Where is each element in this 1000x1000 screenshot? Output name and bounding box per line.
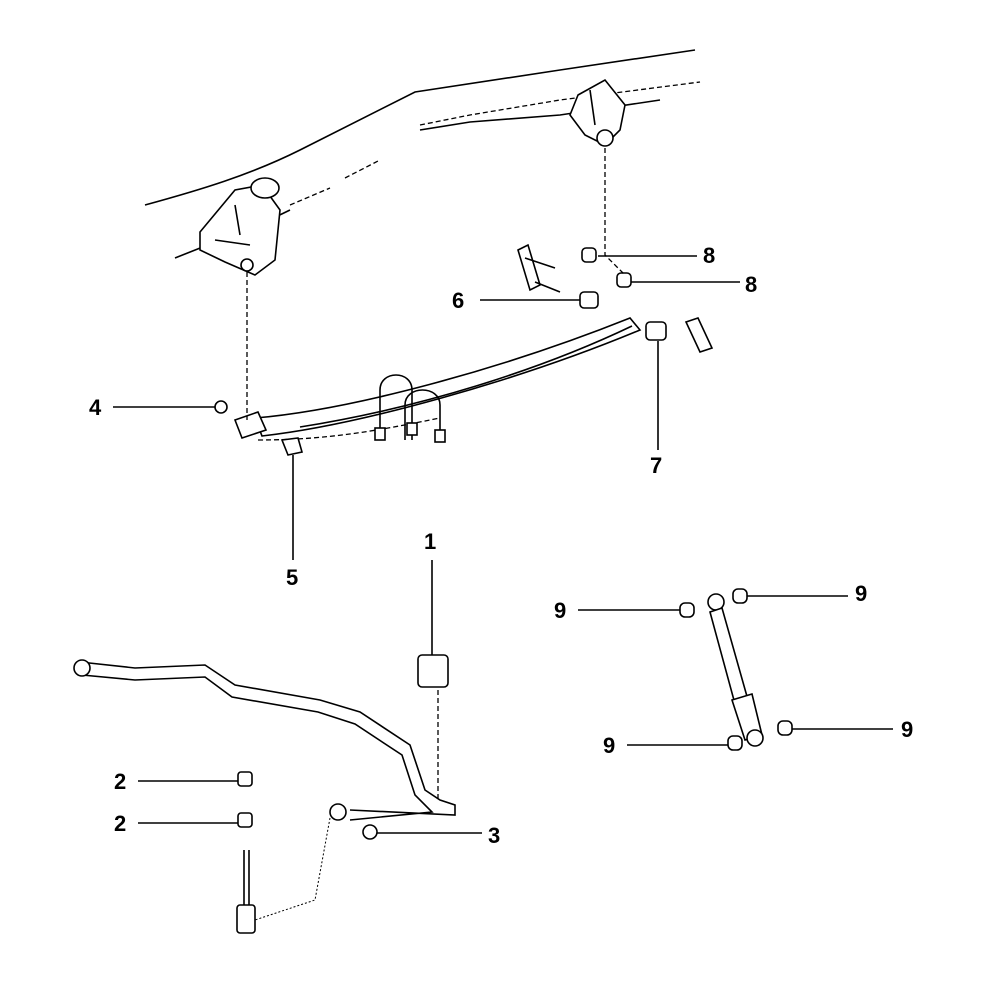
callout-9: 9 [554,598,566,623]
bushing-7 [645,321,667,341]
leader-lines [113,255,893,834]
callout-6: 6 [452,288,464,313]
shackle-parts [214,243,714,456]
bushing-4 [214,400,228,414]
callout-4: 4 [89,395,102,420]
callout-3: 3 [488,823,500,848]
shock-absorber [679,588,793,751]
bushing-2b [237,812,253,828]
bushing-8a [581,247,597,263]
front-spring-hanger [199,177,281,276]
callout-2: 2 [114,811,126,836]
callout-9: 9 [855,581,867,606]
stabilizer-bar [73,654,456,934]
leaf-spring [233,317,642,441]
callout-5: 5 [286,565,298,590]
callout-1: 1 [424,529,436,554]
callout-8: 8 [745,272,757,297]
callout-2: 2 [114,769,126,794]
bolt-5 [280,437,304,456]
bushing-6 [579,291,599,309]
callout-8: 8 [703,243,715,268]
u-bolts [374,374,446,443]
callout-9: 9 [901,717,913,742]
bushing-1 [417,654,449,688]
rear-spring-bracket [569,78,626,147]
bushing-2a [237,771,253,787]
callout-9: 9 [603,733,615,758]
bolt-3 [362,824,378,840]
callout-7: 7 [650,453,662,478]
bushing-8b [616,272,632,288]
